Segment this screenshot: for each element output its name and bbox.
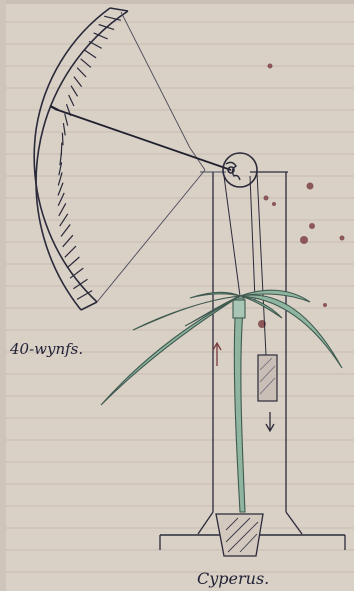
stain xyxy=(340,236,345,241)
stain xyxy=(323,303,327,307)
stain xyxy=(307,183,314,190)
flower-pot xyxy=(216,514,263,556)
stain xyxy=(268,64,273,69)
page-margin xyxy=(0,0,6,591)
angle-label: 40-wynfs. xyxy=(9,340,83,358)
stain xyxy=(309,223,315,229)
stem-clamp xyxy=(233,300,245,318)
caption-label: Cyperus. xyxy=(197,569,269,588)
scale-tick xyxy=(62,133,63,146)
stain xyxy=(300,236,308,244)
stain xyxy=(272,202,276,206)
counterweight xyxy=(258,355,277,401)
paper-top-edge xyxy=(0,0,354,4)
weight-block xyxy=(258,355,277,401)
stain xyxy=(264,196,269,201)
